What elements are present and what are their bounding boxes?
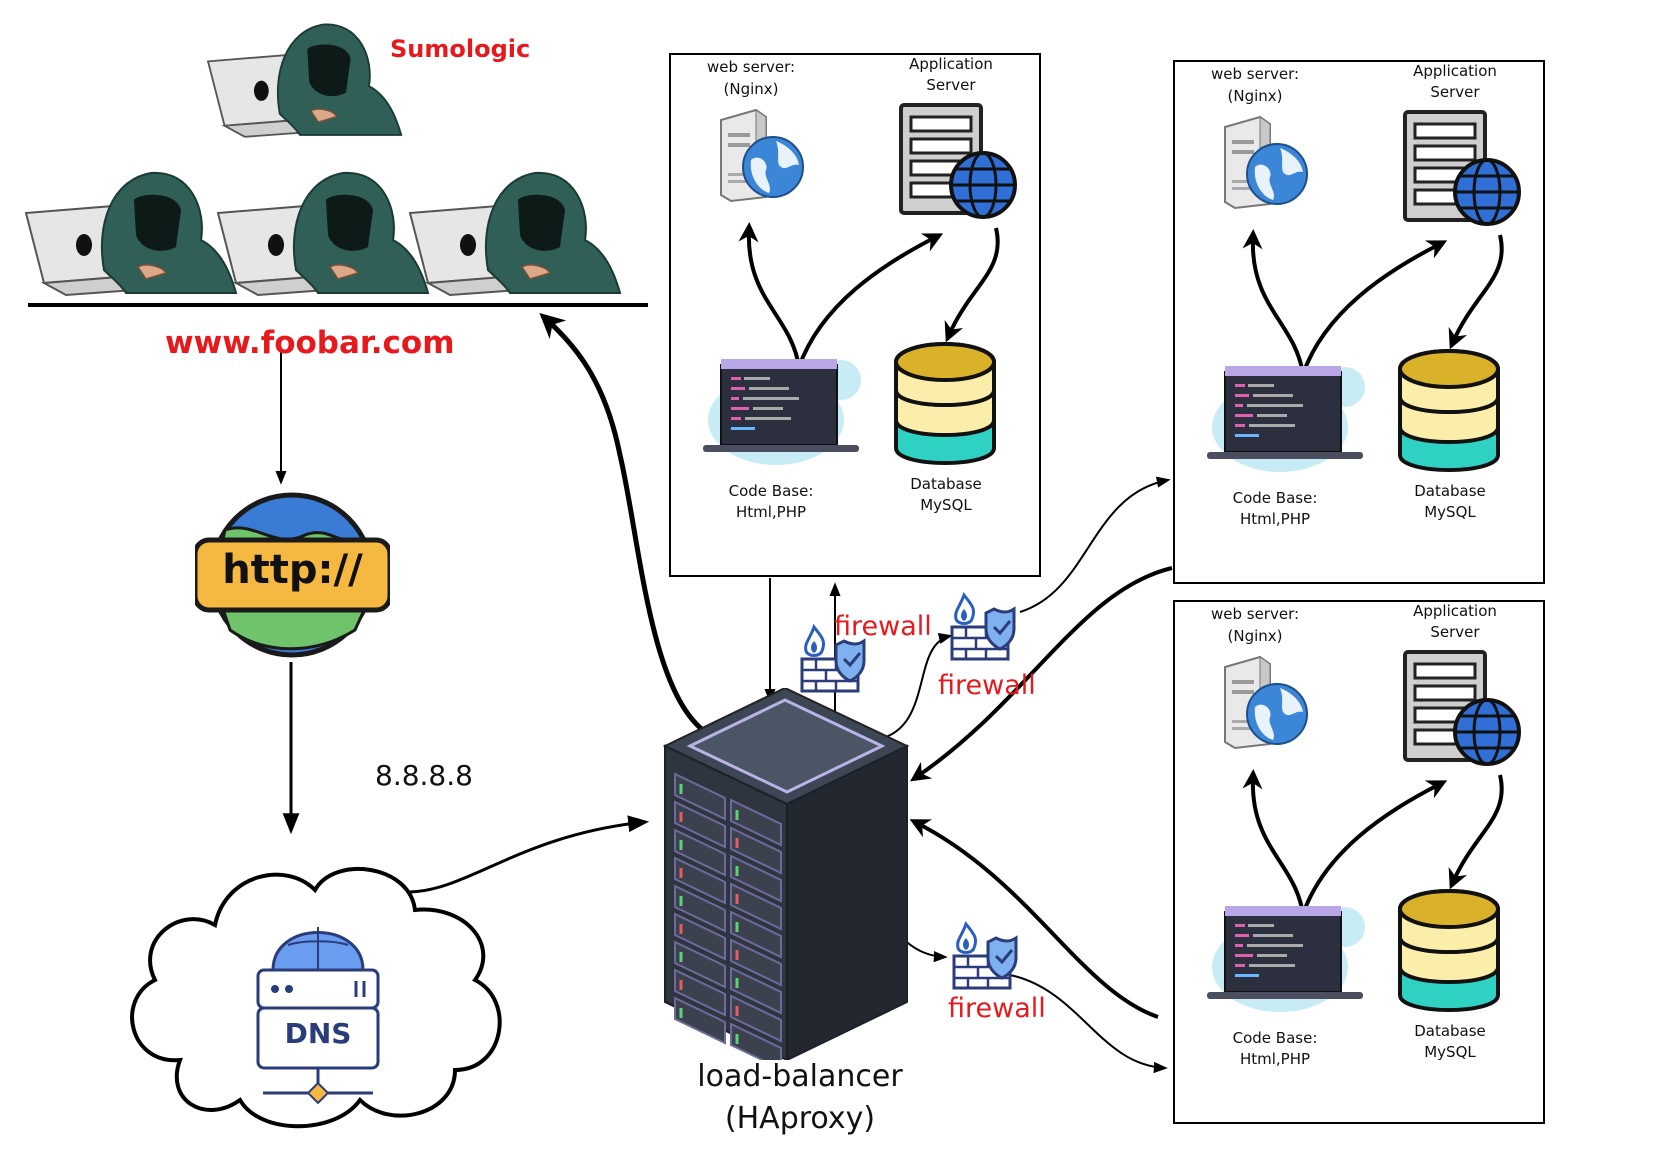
code-base-sublabel: Html,PHP [735, 503, 807, 521]
database-sublabel: MySQL [1424, 503, 1476, 521]
rack-drive-slot [674, 968, 726, 1017]
app-server-sublabel: Server [1430, 83, 1480, 101]
rack-drive-slot [674, 940, 726, 989]
code-base-label: Code Base: [728, 482, 814, 500]
server-stack-1: web server: (Nginx) Application Server [669, 53, 1041, 577]
code-base-label: Code Base: [1232, 1029, 1318, 1047]
dns-server-icon [256, 927, 380, 1105]
database-sublabel: MySQL [920, 496, 972, 514]
web-server-icon [1224, 115, 1308, 210]
rack-drive-slot [674, 828, 726, 877]
firewall-1-label: firewall [834, 611, 932, 642]
code-base-label: Code Base: [1232, 489, 1318, 507]
user-hacker-1-icon [25, 171, 237, 296]
web-server-icon [720, 108, 804, 203]
database-sublabel: MySQL [1424, 1043, 1476, 1061]
app-server-icon [1403, 110, 1521, 226]
firewall-3-label: firewall [948, 993, 1046, 1024]
arrow-server3-to-lb [909, 819, 1159, 1019]
firewall-2-icon [950, 591, 1022, 667]
arrow-dns-to-lb [409, 815, 650, 894]
server-stack-2: web server: (Nginx) Application Server [1173, 60, 1545, 584]
user-monitor-hacker-icon [207, 23, 403, 138]
arrow-firewall3-to-server3 [1009, 974, 1168, 1074]
rack-drive-slot [730, 938, 782, 987]
dns-icon-text: DNS [284, 1017, 352, 1050]
web-server-label: web server: [706, 58, 796, 76]
code-base-laptop-icon [703, 359, 861, 465]
app-server-label: Application [909, 55, 993, 73]
web-server-sublabel: (Nginx) [1227, 87, 1283, 105]
http-globe-icon: http:// [192, 490, 393, 660]
dns-ip-label: 8.8.8.8 [375, 759, 473, 792]
app-server-icon [1403, 650, 1521, 766]
domain-label: www.foobar.com [165, 325, 455, 361]
web-server-label: web server: [1210, 605, 1300, 623]
arrow-server2-to-lb [910, 566, 1173, 782]
web-server-sublabel: (Nginx) [723, 80, 779, 98]
code-base-sublabel: Html,PHP [1239, 510, 1311, 528]
server-stack-3: web server: (Nginx) Application Server [1173, 600, 1545, 1124]
rack-drive-slot [674, 884, 726, 933]
database-label: Database [1414, 1022, 1486, 1040]
monitor-label: Sumologic [390, 35, 531, 63]
firewall-2-label: firewall [938, 670, 1036, 701]
dns-cloud: DNS [110, 830, 520, 1140]
web-server-label: web server: [1210, 65, 1300, 83]
rack-drive-slot [674, 772, 726, 821]
web-server-sublabel: (Nginx) [1227, 627, 1283, 645]
code-base-laptop-icon [1207, 366, 1365, 472]
user-hacker-3-icon [409, 171, 621, 296]
arrow-lb-to-users [539, 312, 712, 738]
load-balancer-sublabel: (HAproxy) [724, 1101, 876, 1136]
load-balancer-label: load-balancer [697, 1059, 903, 1094]
server-internal-arrows [738, 222, 1000, 368]
app-server-icon [899, 103, 1017, 219]
app-server-label: Application [1413, 602, 1497, 620]
user-hacker-2-icon [217, 171, 429, 296]
firewall-1-icon [800, 623, 872, 699]
users-group [25, 23, 621, 296]
rack-drive-slot [674, 856, 726, 905]
database-label: Database [910, 475, 982, 493]
rack-drive-slot [730, 882, 782, 931]
firewall-3-icon [952, 920, 1024, 996]
server-internal-arrows [1242, 769, 1504, 915]
arrow-firewall2-to-server2 [1019, 476, 1171, 613]
database-icon [1398, 349, 1500, 472]
rack-drive-slot [674, 912, 726, 961]
rack-drive-slot [730, 994, 782, 1043]
rack-drive-slot [674, 800, 726, 849]
app-server-sublabel: Server [1430, 623, 1480, 641]
rack-drive-slot [730, 798, 782, 847]
server-internal-arrows [1242, 229, 1504, 375]
app-server-sublabel: Server [926, 76, 976, 94]
code-base-laptop-icon [1207, 906, 1365, 1012]
web-server-icon [1224, 655, 1308, 750]
rack-drive-slot [674, 996, 726, 1045]
app-server-label: Application [1413, 62, 1497, 80]
load-balancer-rack-icon [655, 686, 917, 1071]
code-base-sublabel: Html,PHP [1239, 1050, 1311, 1068]
http-badge-text: http:// [222, 547, 363, 593]
database-icon [894, 342, 996, 465]
database-label: Database [1414, 482, 1486, 500]
arrow-lb-to-firewall2 [874, 633, 953, 741]
rack-drive-slot [730, 966, 782, 1015]
rack-drive-slot [730, 826, 782, 875]
database-icon [1398, 889, 1500, 1012]
rack-drive-slot [730, 910, 782, 959]
rack-drive-slot [730, 854, 782, 903]
